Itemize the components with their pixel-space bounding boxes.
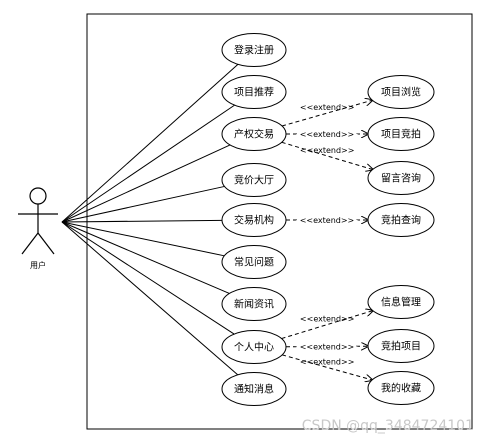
use-case-uc6: 常见问题 (221, 245, 287, 279)
use-case-ellipse (221, 33, 287, 67)
association-lines (61, 63, 239, 376)
extension-case-ellipse (367, 75, 435, 109)
extension-case-ex1: 项目浏览 (367, 75, 435, 109)
association-line-uc4 (61, 185, 225, 223)
extension-case-label: 项目浏览 (381, 86, 421, 99)
use-case-label: 通知消息 (234, 383, 274, 396)
actor-label: 用户 (30, 260, 46, 270)
extension-case-ex5: 信息管理 (367, 285, 435, 319)
extension-case-ellipse (367, 371, 435, 405)
use-case-ellipse (221, 245, 287, 279)
extend-arrow-ex7 (282, 354, 372, 380)
extend-arrow-ex1 (281, 100, 372, 127)
association-line-uc5 (61, 219, 223, 223)
extension-case-ellipse (367, 117, 435, 151)
use-case-label: 登录注册 (234, 44, 274, 57)
extend-label: <<extend>> (300, 146, 355, 155)
extension-case-label: 竞拍查询 (381, 214, 421, 227)
extension-case-ellipse (367, 329, 435, 363)
extension-case-ex6: 竞拍项目 (367, 329, 435, 363)
association-line-uc2 (61, 104, 235, 223)
use-case-label: 新闻资讯 (234, 298, 274, 311)
use-case-label: 项目推荐 (234, 86, 274, 99)
association-line-uc1 (61, 63, 239, 223)
extension-case-label: 我的收藏 (381, 382, 421, 395)
use-case-uc5: 交易机构 (221, 203, 287, 237)
extension-case-label: 留言咨询 (381, 172, 421, 185)
use-case-uc2: 项目推荐 (221, 75, 287, 109)
use-case-uc3: 产权交易 (221, 117, 287, 151)
extend-label: <<extend>> (300, 315, 355, 324)
association-line-uc3 (61, 144, 231, 223)
extend-label: <<extend>> (300, 103, 355, 112)
extension-case-ex3: 留言咨询 (367, 161, 435, 195)
extend-arrow-ex3 (281, 141, 373, 169)
extend-relations: <<extend>> <<extend>> <<extend>> <<extend>>… (281, 100, 373, 380)
extension-case-ellipse (367, 203, 435, 237)
use-case-uc4: 竞价大厅 (221, 163, 287, 197)
extension-case-ellipse (367, 285, 435, 319)
use-case-ellipse (221, 117, 287, 151)
use-case-ellipse (221, 203, 287, 237)
use-case-ellipse (221, 163, 287, 197)
extend-label: <<extend>> (300, 216, 355, 225)
association-line-uc8 (61, 221, 235, 335)
association-line-uc6 (61, 221, 225, 257)
extension-case-label: 项目竞拍 (381, 128, 421, 141)
association-line-uc9 (61, 221, 239, 376)
use-case-label: 竞价大厅 (234, 174, 274, 187)
extension-case-label: 信息管理 (381, 296, 421, 309)
extend-label: <<extend>> (300, 343, 355, 352)
use-case-ellipse (221, 372, 287, 406)
use-case-label: 个人中心 (234, 341, 274, 354)
use-case-label: 交易机构 (234, 214, 274, 227)
extend-arrow-ex5 (281, 311, 373, 340)
use-case-uc7: 新闻资讯 (221, 287, 287, 321)
use-case-uc9: 通知消息 (221, 372, 287, 406)
extension-case-ellipse (367, 161, 435, 195)
use-case-uc1: 登录注册 (221, 33, 287, 67)
watermark: CSDN @qq_3484724101 (302, 418, 474, 434)
use-case-label: 产权交易 (234, 128, 274, 141)
use-case-ellipse (221, 330, 287, 364)
extension-case-label: 竞拍项目 (381, 340, 421, 353)
extend-label: <<extend>> (300, 130, 355, 139)
association-line-uc7 (61, 221, 230, 294)
extend-label: <<extend>> (300, 357, 355, 366)
actor-figure (18, 187, 58, 255)
use-case-ellipse (221, 75, 287, 109)
extension-case-ex2: 项目竞拍 (367, 117, 435, 151)
use-case-ellipse (221, 287, 287, 321)
use-case-uc8: 个人中心 (221, 330, 287, 364)
extension-case-ex7: 我的收藏 (367, 371, 435, 405)
use-case-label: 常见问题 (234, 256, 274, 269)
extension-case-ex4: 竞拍查询 (367, 203, 435, 237)
